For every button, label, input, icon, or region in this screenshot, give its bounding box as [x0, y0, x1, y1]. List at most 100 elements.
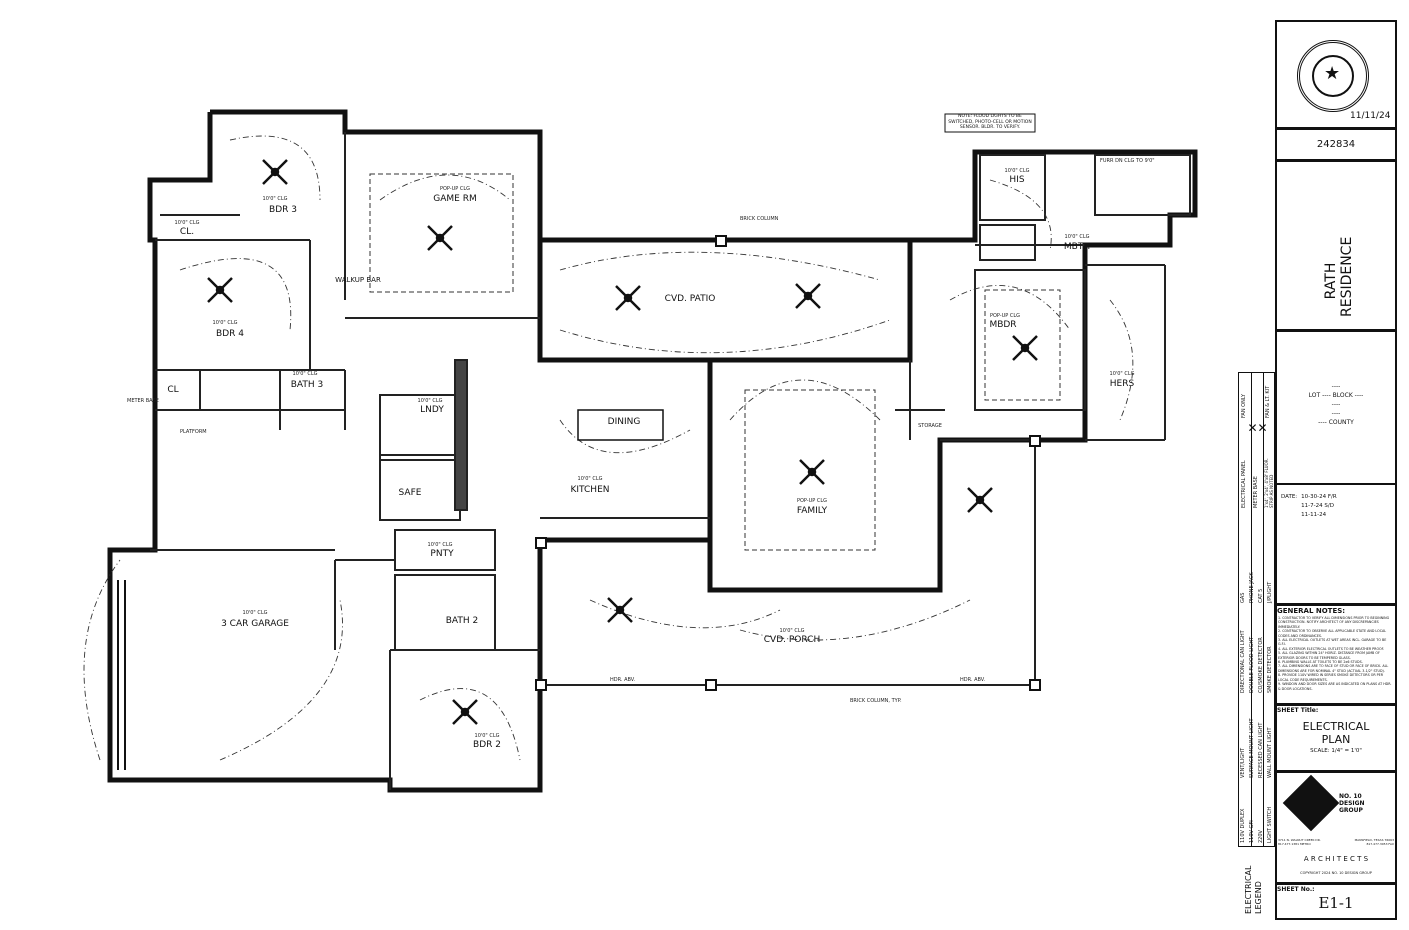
- ceiling-label: POP-UP CLG: [797, 498, 827, 504]
- fan-icon: [967, 487, 993, 513]
- room-label-porch: CVD. PORCH: [764, 635, 820, 645]
- plan-notes: NOTE: FLOOD LIGHTS TO BE SWITCHED, PHOTO…: [127, 113, 1155, 704]
- legend-item: LIGHT SWITCH: [1267, 806, 1273, 843]
- project-name: RATH RESIDENCE: [1323, 236, 1355, 317]
- sheet-scale: SCALE: 1/4" = 1'0": [1310, 748, 1362, 754]
- seal-date: 11/11/24: [1350, 111, 1391, 121]
- room-label-safe: SAFE: [399, 488, 422, 498]
- room-label-mbth: MBTH: [1064, 242, 1090, 252]
- ceiling-label: 10'0" CLG: [213, 320, 238, 326]
- revision-date: 11-11-24: [1301, 512, 1327, 518]
- room-label-patio: CVD. PATIO: [665, 294, 716, 304]
- lot-dash: ----: [1331, 383, 1341, 390]
- legend-item: FAN & LT. KIT: [1265, 385, 1271, 418]
- fan-icon: [795, 283, 821, 309]
- legend-item: 110V DUPLEX: [1240, 808, 1246, 843]
- electrical-floor-plan: 10'0" CLG BDR 3 10'0" CLG CL. POP-UP CLG…: [83, 109, 1198, 793]
- legend-item: 220V: [1258, 830, 1264, 843]
- star-icon: ★: [1324, 63, 1341, 84]
- ceiling-label: POP-UP CLG: [990, 313, 1020, 319]
- dates-block: DATE: 10-30-24 F/R 11-7-24 S/D 11-11-24: [1281, 493, 1397, 520]
- lot-block: LOT ---- BLOCK ----: [1308, 392, 1364, 399]
- general-note: 5. ALL GLAZING WITHIN 24" HORIZ. DISTANC…: [1278, 651, 1380, 660]
- dates-list: 10-30-24 F/R 11-7-24 S/D 11-11-24: [1301, 493, 1337, 520]
- porch-outline: [540, 439, 1036, 686]
- legend-item: SURFACE MOUNT LIGHT: [1249, 718, 1255, 778]
- project-number-section: 242834: [1275, 127, 1397, 159]
- county: ---- COUNTY: [1318, 419, 1354, 426]
- room-label-bath3: BATH 3: [291, 380, 323, 390]
- ceiling-label: POP-UP CLG: [440, 186, 470, 192]
- room-label-kitchen: KITCHEN: [571, 485, 610, 495]
- ceiling-label: 10'0" CLG: [418, 398, 443, 404]
- legend-item: DIRECTIONAL CAN LIGHT: [1240, 630, 1246, 693]
- firm-section: NO. 10 DESIGN GROUP 3711 N. WALNUT CREEK…: [1275, 770, 1397, 882]
- fan-icon: [607, 597, 633, 623]
- ceiling-label: 10'0" CLG: [428, 542, 453, 548]
- fan-icon: [452, 699, 478, 725]
- dining-table: [577, 409, 664, 441]
- header-note: HDR. ABV.: [960, 677, 986, 683]
- ceiling-outlines: [369, 173, 1061, 551]
- ceiling-label: 10'0" CLG: [475, 733, 500, 739]
- ceiling-label: 10'0" CLG: [1065, 234, 1090, 240]
- room-label-bdr2: BDR 2: [473, 740, 501, 750]
- seal-inner-ring: [1312, 55, 1354, 97]
- legend-item: 110V GFI: [1249, 820, 1255, 843]
- room-labels: 10'0" CLG BDR 3 10'0" CLG CL. POP-UP CLG…: [167, 168, 1134, 750]
- room-label-bath2: BATH 2: [446, 616, 478, 626]
- date-label: DATE:: [1281, 494, 1298, 500]
- legend-item: RECESSED CAN LIGHT: [1258, 722, 1264, 778]
- sheet-number-label: SHEET No.:: [1277, 886, 1315, 893]
- fan-legend-icons: ✕✕: [1247, 421, 1268, 435]
- room-label-closet: CL.: [180, 227, 194, 237]
- legend-item: PHONE JACK: [1249, 572, 1255, 603]
- room-label-mbdr: MBDR: [989, 320, 1016, 330]
- title-block: [1275, 20, 1397, 920]
- lot-info: ---- LOT ---- BLOCK ---- ---- ---- ---- …: [1275, 382, 1397, 427]
- room-label-hers: HERS: [1110, 379, 1135, 389]
- general-notes-section: GENERAL NOTES: 1. CONTRACTOR TO VERIFY A…: [1275, 603, 1397, 703]
- ceiling-label: 10'0" CLG: [1110, 371, 1135, 377]
- brick-column-typ-note: BRICK COLUMN, TYP.: [850, 698, 902, 704]
- revision-date: 10-30-24 F/R: [1301, 494, 1337, 500]
- copyright: COPYRIGHT 2024 NO. 10 DESIGN GROUP: [1300, 871, 1372, 875]
- sheet-title-label: SHEET Title:: [1277, 707, 1319, 714]
- room-label-closet-2: CL: [167, 385, 178, 395]
- general-note: 9. WINDOW AND DOOR SIZES ARE AS INDICATE…: [1278, 682, 1392, 691]
- legend-divider: [1251, 373, 1252, 846]
- fan-icon: [799, 459, 825, 485]
- room-label-pantry: PNTY: [430, 549, 454, 559]
- general-note: 7. ALL DIMENSIONS ARE TO FACE OF STUD OR…: [1278, 664, 1389, 673]
- general-notes-list: 1. CONTRACTOR TO VERIFY ALL DIMENSIONS P…: [1278, 616, 1394, 691]
- ceiling-label: 10'0" CLG: [1005, 168, 1030, 174]
- legend-item: J/PLIGHT: [1267, 581, 1273, 603]
- general-note: 6. PLUMBING WALLS AT TOILETS TO BE 2x6 S…: [1278, 660, 1363, 665]
- furr-down-note: FURR DN CLG TO 9'0": [1100, 158, 1155, 164]
- room-label-walkup-bar: WALKUP BAR: [335, 276, 381, 284]
- platform-note: PLATFORM: [180, 429, 207, 435]
- ceiling-fans: [207, 159, 1038, 725]
- meter-base-note: METER BASE: [127, 398, 159, 404]
- fan-icon: [207, 277, 233, 303]
- sheet-number: E1-1: [1318, 894, 1354, 912]
- firm-address-row: 3711 N. WALNUT CREEK DR. 817.477.1381 ME…: [1278, 838, 1394, 847]
- general-notes-title: GENERAL NOTES:: [1277, 607, 1346, 615]
- room-label-family: FAMILY: [797, 506, 828, 516]
- project-name-section: RATH RESIDENCE: [1275, 159, 1397, 329]
- room-label-storage: STORAGE: [918, 423, 942, 429]
- sheet-title: ELECTRICAL PLAN: [1302, 720, 1370, 746]
- general-note: 3. ALL ELECTRICAL OUTLETS AT WET AREAS I…: [1278, 638, 1387, 647]
- lot-dash: ----: [1331, 410, 1341, 417]
- architect-seal: ★: [1297, 40, 1369, 112]
- room-label-dining: DINING: [608, 417, 641, 427]
- general-note: 1. CONTRACTOR TO VERIFY ALL DIMENSIONS P…: [1278, 616, 1390, 629]
- room-label-his: HIS: [1009, 175, 1024, 185]
- lot-dash: ----: [1331, 401, 1341, 408]
- sheet-number-section: SHEET No.: E1-1: [1275, 882, 1397, 920]
- ceiling-label: 10'0" CLG: [578, 476, 603, 482]
- general-note: 2. CONTRACTOR TO OBSERVE ALL APPLICABLE …: [1278, 629, 1387, 638]
- brick-column-note: BRICK COLUMN: [740, 216, 779, 222]
- fan-icon: [1012, 335, 1038, 361]
- ceiling-label: 10'0" CLG: [263, 196, 288, 202]
